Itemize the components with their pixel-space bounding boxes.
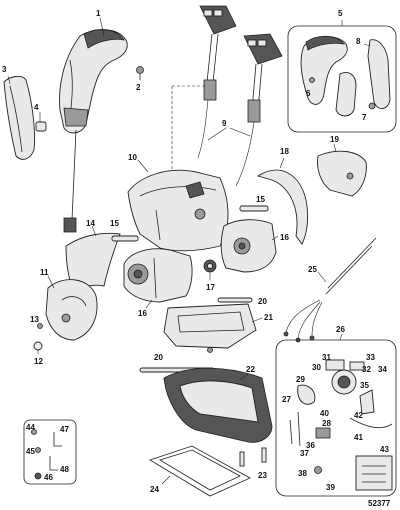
part-screw-44 [31,429,37,435]
callout-37: 37 [300,449,309,458]
part-main-housing [127,169,229,252]
part-trim-pedal-right [235,33,283,187]
callout-9: 9 [222,119,227,128]
callout-22: 22 [246,365,255,374]
callout-4: 4 [34,103,39,112]
callout-14: 14 [86,219,95,228]
callout-13: 13 [30,315,39,324]
callout-1: 1 [96,9,101,18]
callout-26: 26 [336,325,345,334]
callout-32: 32 [362,365,371,374]
callout-10: 10 [128,153,137,162]
callout-39: 39 [326,483,335,492]
part-pin-15-left [111,235,139,242]
part-wire-harness [283,237,377,343]
callout-7: 7 [362,113,367,122]
callout-5: 5 [338,9,343,18]
callout-15-left: 15 [110,219,119,228]
part-screw [136,66,144,74]
callout-36: 36 [306,441,315,450]
callout-20-upper: 20 [258,297,267,306]
catalog-number: 52377 [368,499,391,508]
callout-8: 8 [356,37,361,46]
callout-12: 12 [34,357,43,366]
callout-18: 18 [280,147,289,156]
callout-31: 31 [322,353,331,362]
callout-25: 25 [308,265,317,274]
part-right-shroud [256,169,309,245]
callout-16-right: 16 [280,233,289,242]
part-handle-assembly-detail [300,36,348,105]
callout-6: 6 [306,89,311,98]
part-pin-23-left [239,451,245,467]
callout-33: 33 [366,353,375,362]
callout-11: 11 [40,268,49,277]
part-throttle-handle [59,29,128,134]
callout-42: 42 [354,411,363,420]
callout-20-lower: 20 [154,353,163,362]
callout-43: 43 [380,445,389,454]
part-handle-cover [3,75,35,160]
part-gearbox-left [123,248,193,303]
part-gasket [149,445,251,497]
part-pin-15-right [239,205,269,212]
part-screw-45 [35,447,41,453]
callout-34: 34 [378,365,387,374]
detail-box-44-48 [23,419,77,485]
callout-41: 41 [354,433,363,442]
callout-16-left: 16 [138,309,147,318]
callout-40: 40 [320,409,329,418]
part-washer-46 [34,472,42,480]
callout-23: 23 [258,471,267,480]
callout-3: 3 [2,65,7,74]
callout-27: 27 [282,395,291,404]
part-rear-cover [317,150,367,197]
callout-44: 44 [26,423,35,432]
callout-24: 24 [150,485,159,494]
part-pin-23-right [261,447,267,463]
part-side-plate [45,279,98,341]
callout-46: 46 [44,473,53,482]
callout-48: 48 [60,465,69,474]
callout-labels: 1 2 3 4 5 6 7 8 9 10 11 12 13 14 15 15 1… [2,9,389,494]
callout-45: 45 [26,447,35,456]
part-bolt-20-upper [217,297,253,303]
callout-47: 47 [60,425,69,434]
callout-35: 35 [360,381,369,390]
callout-28: 28 [322,419,331,428]
callout-17: 17 [206,283,215,292]
detail-box-26 [275,339,397,497]
part-mounting-bracket [163,303,257,349]
callout-19: 19 [330,135,339,144]
callout-30: 30 [312,363,321,372]
callout-21: 21 [264,313,273,322]
part-screw-13 [37,323,43,329]
callout-29: 29 [296,375,305,384]
part-pin [35,121,47,132]
part-trim-pedal-left [197,5,237,159]
callout-15-right: 15 [256,195,265,204]
callout-2: 2 [136,83,141,92]
callout-38: 38 [298,469,307,478]
part-plug [33,341,43,351]
part-decal [355,455,393,491]
